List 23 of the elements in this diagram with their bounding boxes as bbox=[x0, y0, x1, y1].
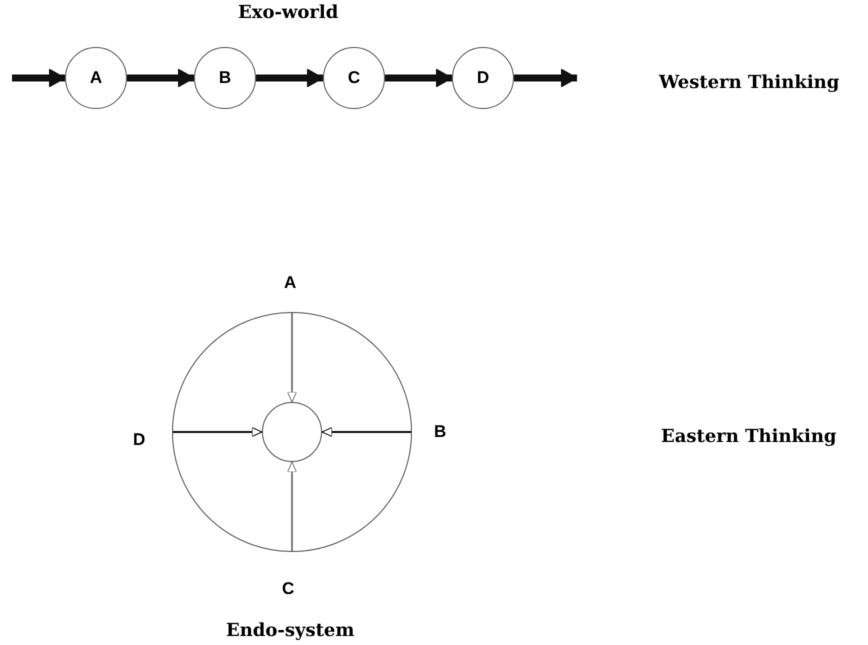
arrow bbox=[287, 312, 297, 402]
arrow bbox=[287, 462, 297, 552]
circle-node bbox=[172, 312, 412, 552]
circle-node: C bbox=[323, 47, 385, 109]
circle-node: D bbox=[452, 47, 514, 109]
point-label: A bbox=[284, 273, 296, 293]
heading: Western Thinking bbox=[659, 72, 840, 92]
point-label: B bbox=[434, 422, 446, 442]
block-arrow bbox=[514, 68, 578, 88]
arrow bbox=[172, 427, 262, 437]
block-arrow bbox=[12, 68, 66, 88]
block-arrow bbox=[127, 68, 194, 88]
point-label: D bbox=[133, 430, 146, 450]
circle-node bbox=[262, 402, 322, 462]
point-label: C bbox=[282, 579, 294, 599]
heading: Exo-world bbox=[238, 2, 338, 22]
circle-node: B bbox=[194, 47, 256, 109]
circle-node: A bbox=[65, 47, 127, 109]
heading: Endo-system bbox=[226, 620, 354, 640]
heading: Eastern Thinking bbox=[661, 426, 837, 446]
block-arrow bbox=[256, 68, 324, 88]
arrow bbox=[322, 427, 412, 437]
block-arrow bbox=[385, 68, 452, 88]
